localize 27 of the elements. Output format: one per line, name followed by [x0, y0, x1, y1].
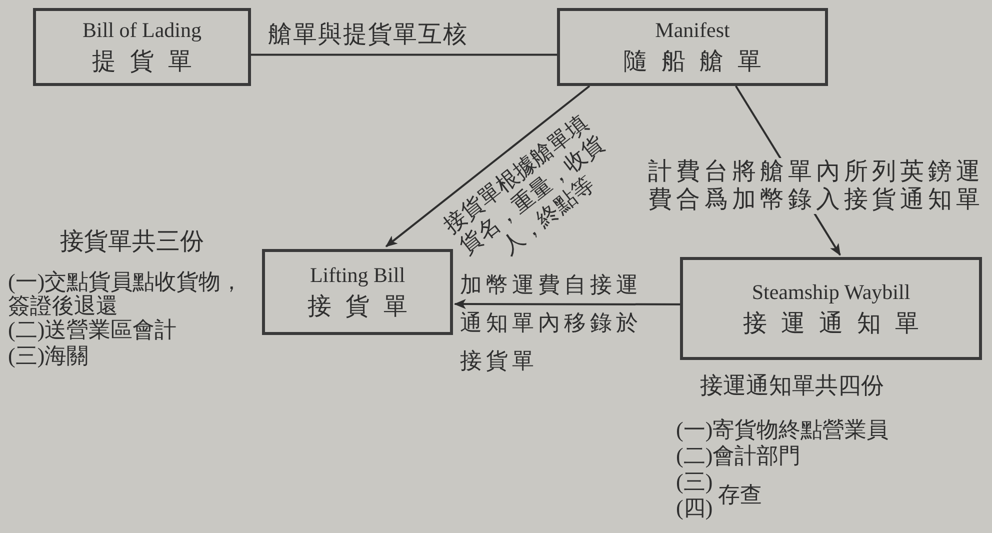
- edge-label: 加幣運費自接運通知單內移錄於接貨單: [460, 271, 643, 375]
- notes-heading: 接貨單共三份: [60, 230, 204, 254]
- notes-heading: 接運通知單共四份: [700, 374, 884, 398]
- chinese-title: 提貨單: [92, 48, 206, 77]
- note-item: (四): [676, 496, 713, 520]
- document-box: [557, 8, 828, 86]
- note-item: (二)會計部門: [676, 444, 801, 468]
- english-title: Steamship Waybill: [752, 278, 910, 306]
- english-title: Lifting Bill: [310, 262, 406, 289]
- note-item: (三)海關: [8, 344, 89, 368]
- edge-label: 接貨單根據艙單填貨名，重量，收貨人，終點等: [438, 109, 610, 261]
- english-title: Manifest: [655, 17, 730, 44]
- document-box: [680, 257, 982, 360]
- chinese-title: 隨船艙單: [624, 48, 776, 77]
- chinese-title: 接運通知單: [743, 310, 933, 338]
- chinese-title: 接貨單: [308, 293, 422, 322]
- note-item: 存查: [718, 483, 762, 507]
- note-item: (一)寄貨物終點營業員: [676, 418, 889, 442]
- document-box: [262, 249, 453, 335]
- note-item: (三): [676, 470, 713, 494]
- english-title: Bill of Lading: [82, 17, 202, 44]
- document-box: [33, 8, 251, 86]
- arrow: [454, 299, 680, 310]
- arrow: [385, 85, 590, 248]
- connector-line: [251, 54, 557, 56]
- note-item: (一)交點貨員點收貨物，簽證後退還: [8, 270, 244, 318]
- note-item: (二)送營業區會計: [8, 318, 177, 342]
